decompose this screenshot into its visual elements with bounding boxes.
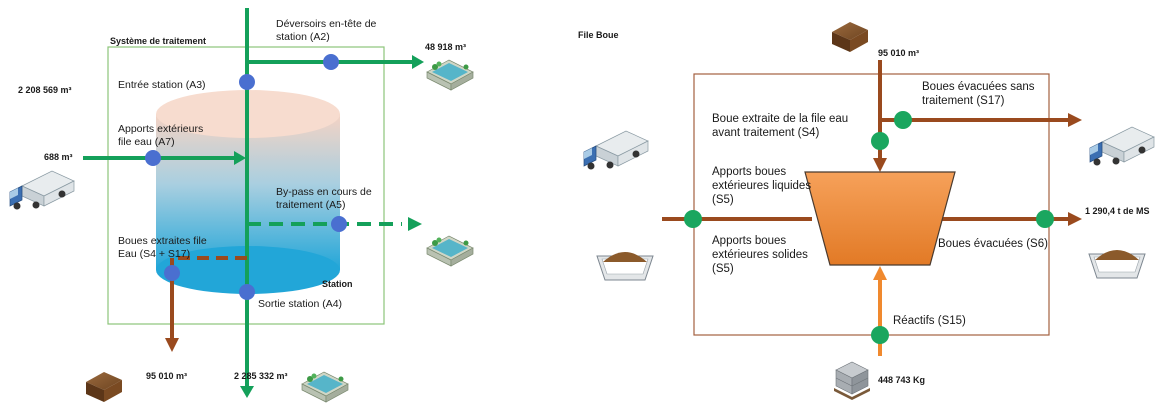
- sludge-extract-label: Boues extraites file Eau (S4 + S17): [118, 235, 207, 260]
- bypass-label: By-pass en cours de traitement (A5): [276, 186, 372, 211]
- water-arrowheads: [234, 55, 424, 398]
- soil-block-icon: [86, 372, 122, 402]
- overflow-value: 48 918 m³: [425, 42, 467, 52]
- sludge-arrowheads: [873, 113, 1082, 226]
- basin-icon: [426, 235, 474, 267]
- extracted-label: Boue extraite de la file eau avant trait…: [712, 113, 849, 139]
- skip-bin-icon: [596, 251, 654, 281]
- pallet-icon: [834, 361, 870, 400]
- treatment-system-title: Système de traitement: [110, 36, 207, 46]
- measure-points: [145, 54, 347, 300]
- untreated-label: Boues évacuées sans traitement (S17): [922, 81, 1035, 107]
- output-value: 1 290,4 t de MS: [1085, 206, 1150, 216]
- overflow-label: Déversoirs en-tête de station (A2): [276, 18, 377, 43]
- outlet-value: 2 285 332 m³: [234, 371, 288, 381]
- liquid-label: Apports boues extérieures liquides (S5): [712, 166, 812, 206]
- evacuated-label: Boues évacuées (S6): [938, 238, 1048, 250]
- reagents-value: 448 743 Kg: [878, 375, 926, 385]
- entry-label: Entrée station (A3): [118, 79, 206, 91]
- external-label: Apports extérieurs file eau (A7): [118, 123, 204, 148]
- truck-icon: [1089, 126, 1155, 166]
- soil-block-icon: [832, 22, 868, 52]
- exit-label: Sortie station (A4): [258, 298, 343, 310]
- reagent-arrowhead: [873, 266, 887, 280]
- truck-icon: [9, 170, 75, 210]
- sludge-in-value: 95 010 m³: [878, 48, 920, 58]
- skip-bin-icon: [1088, 249, 1146, 279]
- truck-icon: [583, 130, 649, 170]
- sludge-arrowhead: [165, 338, 179, 352]
- sludge-value: 95 010 m³: [146, 371, 188, 381]
- treatment-hopper: [804, 171, 956, 266]
- inflow-value: 2 208 569 m³: [18, 85, 72, 95]
- sludge-line-title: File Boue: [578, 30, 619, 40]
- right-measure-points: [684, 111, 1054, 344]
- reagents-label: Réactifs (S15): [893, 315, 966, 327]
- solid-label: Apports boues extérieures solides (S5): [712, 235, 808, 275]
- station-label: Station: [322, 279, 353, 289]
- basin-icon: [301, 371, 349, 403]
- basin-icon: [426, 59, 474, 91]
- external-value: 688 m³: [44, 152, 73, 162]
